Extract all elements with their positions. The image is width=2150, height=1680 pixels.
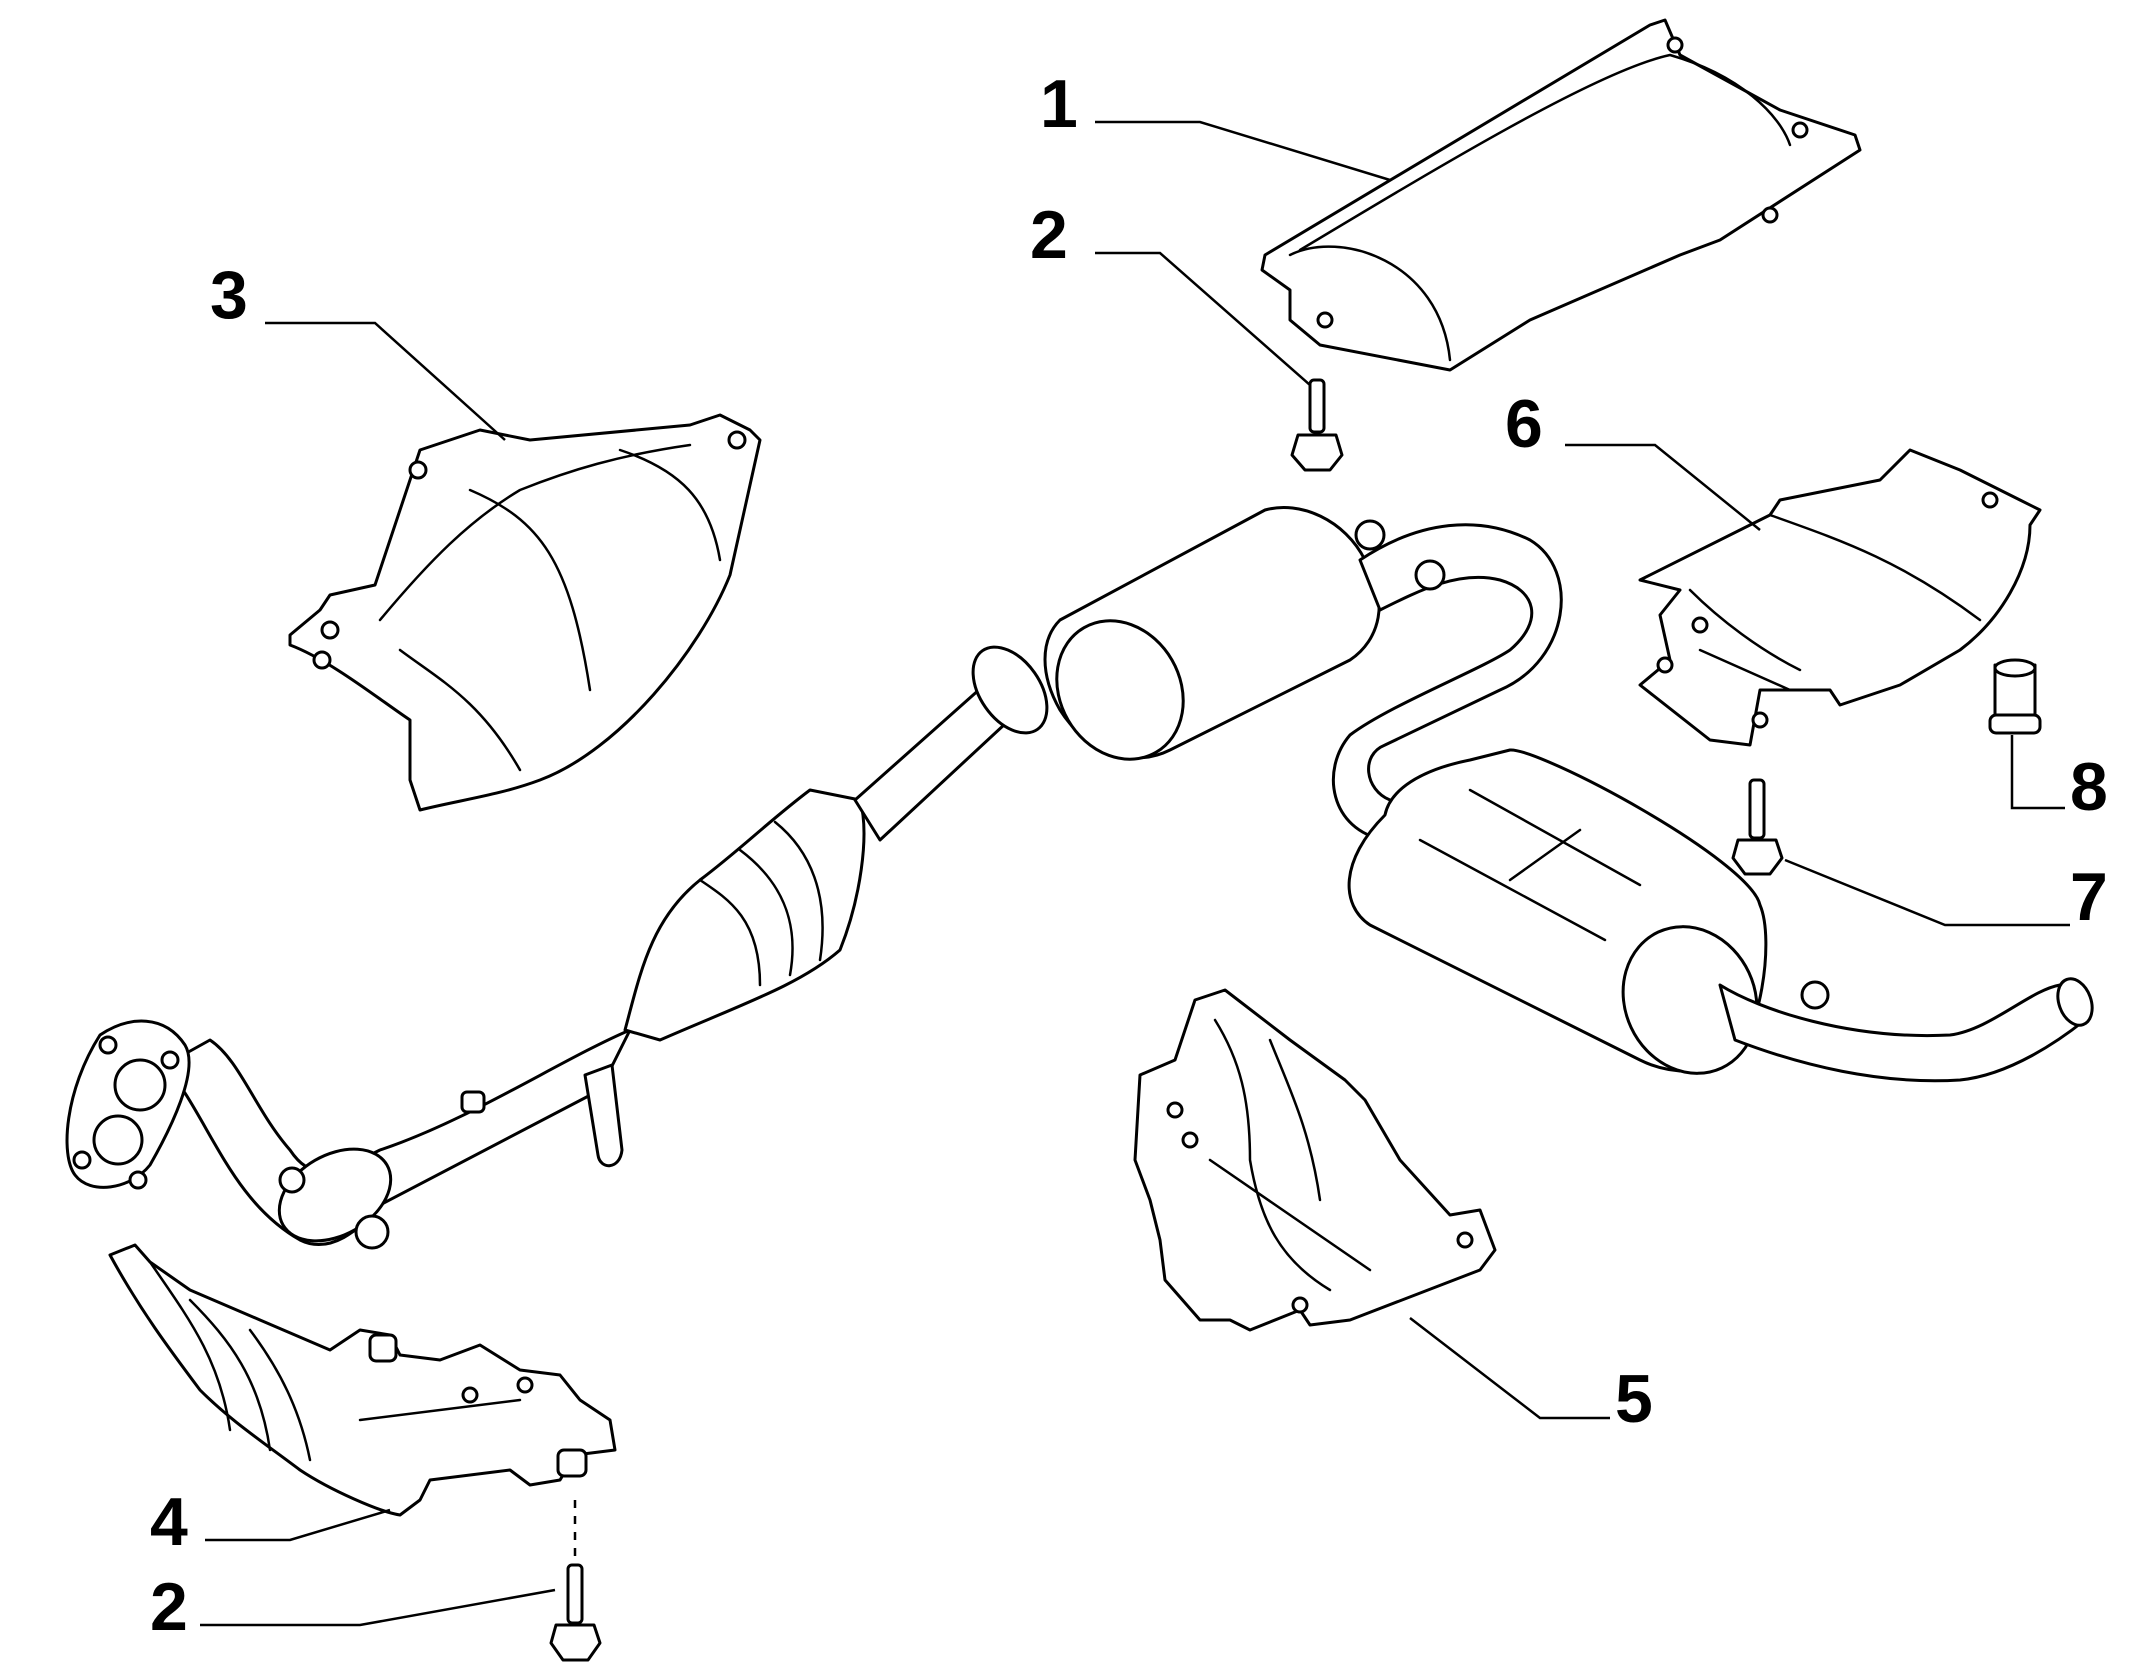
callout-2-upper: 2 [1030, 197, 1068, 273]
center-silencer-inlet-cap [1055, 619, 1185, 761]
leader-3 [265, 321, 506, 441]
heat-shield-right [1638, 448, 2042, 747]
spacer-nut [1988, 658, 2042, 735]
callout-6: 6 [1505, 386, 1543, 462]
heat-shield-lower-left [108, 1243, 617, 1517]
leader-1 [1095, 120, 1391, 182]
callout-5: 5 [1615, 1361, 1653, 1437]
rear-muffler-rib-1 [1468, 788, 1642, 887]
rear-muffler-end-cap [1621, 925, 1759, 1075]
center-hanger-rubber-2 [1414, 559, 1446, 591]
flange-bolt-hole-1 [98, 1035, 118, 1055]
bolt-lower [549, 1563, 602, 1662]
rear-muffler-rib-2 [1418, 838, 1607, 942]
leader-4 [205, 1508, 391, 1542]
leader-2-lower [200, 1588, 556, 1627]
leader-8 [2010, 735, 2065, 810]
callout-8: 8 [2070, 749, 2108, 825]
catalytic-converter-rib-1 [698, 878, 762, 987]
exhaust-pipe-assembly [65, 505, 2094, 1250]
flange-bolt-hole-3 [72, 1150, 92, 1170]
bolt-right [1731, 778, 1784, 876]
callouts: 1 2 3 6 8 7 5 4 2 [150, 66, 2108, 1645]
rear-hanger-rubber [1800, 980, 1830, 1010]
heat-shield-upper-left [288, 413, 762, 812]
catalytic-converter [623, 788, 866, 1042]
callout-2-lower: 2 [150, 1569, 188, 1645]
leader-lines [200, 120, 2070, 1627]
flange-port-lower [92, 1114, 144, 1166]
heat-shield-top-right [1260, 18, 1862, 372]
rear-muffler-rib-3 [1508, 828, 1582, 882]
joint-bolt [354, 1214, 390, 1250]
bolt-upper [1290, 378, 1344, 472]
leader-7 [1784, 858, 2070, 927]
tailpipe [1718, 983, 2087, 1083]
front-downpipe [163, 1028, 632, 1246]
callout-1: 1 [1040, 66, 1078, 142]
leader-5 [1409, 1317, 1610, 1420]
flange-port-upper [113, 1058, 167, 1112]
front-hanger-stud [460, 1090, 486, 1114]
joint-stud [278, 1166, 306, 1194]
rear-connecting-pipe [1331, 523, 1563, 842]
flange-bolt-hole-2 [160, 1050, 180, 1070]
intermediate-joint-clamp [971, 645, 1049, 735]
leader-6 [1565, 443, 1761, 531]
callout-4: 4 [150, 1484, 188, 1560]
catalytic-converter-rib-2 [738, 848, 794, 977]
catalytic-converter-rib-3 [773, 820, 824, 962]
front-hanger-bracket [583, 1063, 624, 1168]
callout-3: 3 [210, 257, 248, 333]
flange-bolt-hole-4 [128, 1170, 148, 1190]
tailpipe-outlet [2056, 977, 2094, 1027]
leader-2-upper [1095, 251, 1311, 386]
callout-7: 7 [2070, 859, 2108, 935]
heat-shield-lower-middle [1133, 988, 1497, 1332]
center-hanger-rubber-1 [1354, 519, 1386, 551]
